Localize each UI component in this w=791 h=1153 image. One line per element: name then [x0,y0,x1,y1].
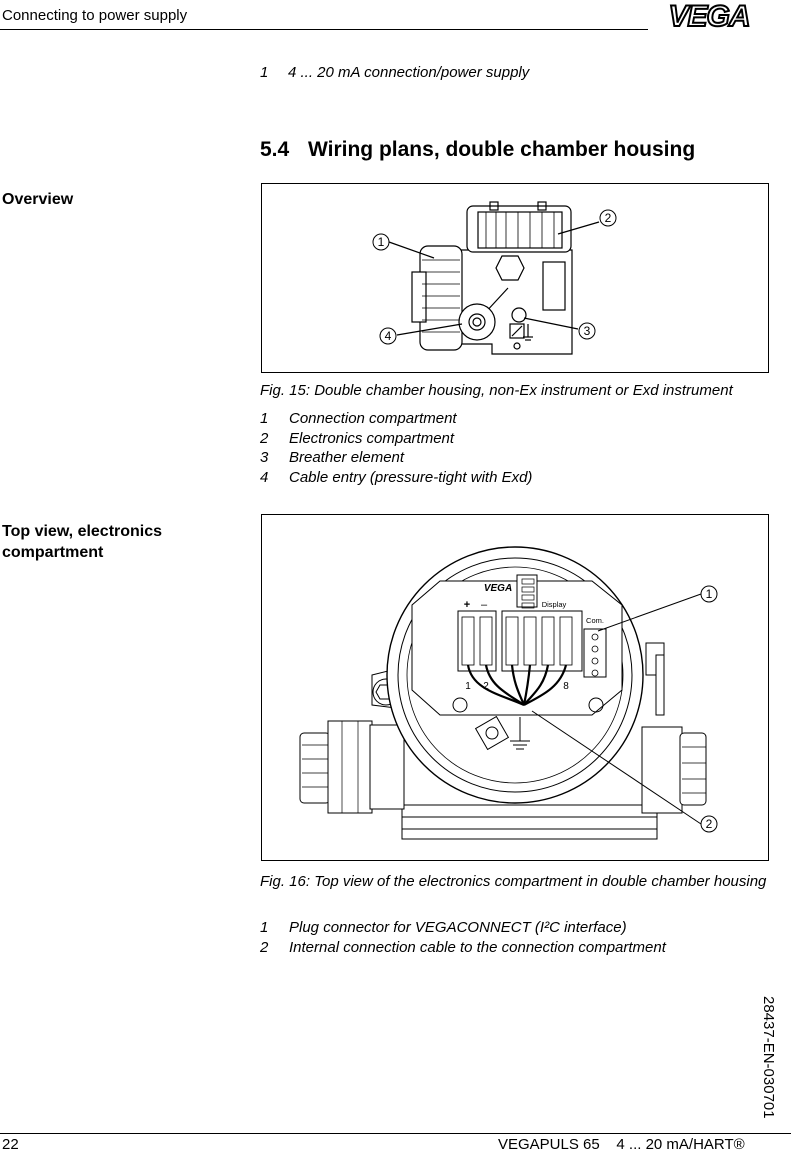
board-minus-label: – [481,599,488,611]
running-header: Connecting to power supply [2,7,188,24]
board-terminal-2: 2 [483,681,489,692]
top-list-item: 1 4 ... 20 mA connection/power supply [260,64,529,81]
vega-logo: VEGA [667,0,751,30]
callout-2: 2 [605,211,612,225]
callout-1: 1 [378,235,385,249]
callout-2-circle [599,209,617,227]
callout-1: 1 [706,587,713,601]
list-text: 4 ... 20 mA connection/power supply [288,64,530,81]
list-number: 1 [260,64,269,81]
section-number: 5.4 [260,138,290,161]
section-heading: 5.4 Wiring plans, double chamber housing [260,138,695,162]
board-terminal-8: 8 [563,681,569,692]
callout-1-circle [700,585,718,603]
footer-rule [0,1133,791,1134]
board-brand: VEGA [484,583,512,594]
side-label-overview: Overview [2,191,74,208]
callout-3-circle [578,322,596,340]
figure-housing-overview: 1 2 3 4 [261,183,769,373]
callout-2: 2 [706,817,713,831]
board-com-label: Com. [586,616,604,625]
footer-product: VEGAPULS 65 4 ... 20 mA/HART® [498,1136,745,1153]
page-number: 22 [2,1136,19,1153]
callout-4-circle [379,327,397,345]
callout-3: 3 [584,324,591,338]
figure-electronics-top-view: VEGA Display Com. + – 1 2 8 1 2 [261,514,769,861]
document-code: 28437-EN-030701 [760,996,777,1119]
callout-2-circle [700,815,718,833]
board-display-label: Display [542,600,567,609]
callout-1-circle [372,233,390,251]
figure-15-caption: Fig. 15: Double chamber housing, non-Ex … [260,382,733,399]
svg-text:VEGA: VEGA [668,0,749,30]
board-plus-label: + [464,599,470,611]
section-title: Wiring plans, double chamber housing [308,138,696,161]
side-label-top-view: Top view, electronics compartment [2,523,163,561]
callout-4: 4 [385,329,392,343]
figure-16-caption: Fig. 16: Top view of the electronics com… [260,873,767,890]
header-rule [0,29,648,30]
board-terminal-1: 1 [465,681,471,692]
